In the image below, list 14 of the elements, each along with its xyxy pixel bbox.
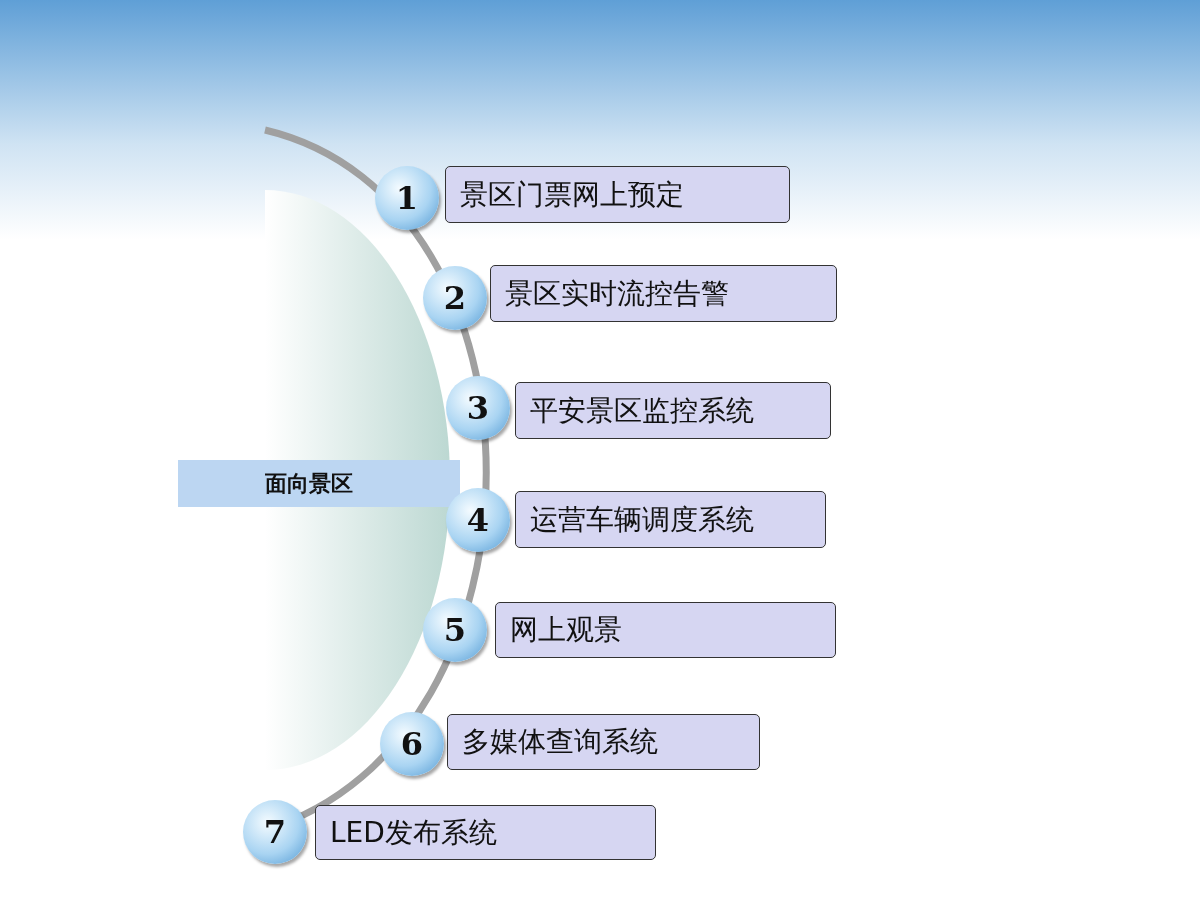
item-box: 景区实时流控告警 bbox=[490, 265, 837, 322]
number-circle: 6 bbox=[380, 712, 444, 776]
number-circle: 3 bbox=[446, 376, 510, 440]
number-circle: 2 bbox=[423, 266, 487, 330]
band-label: 面向景区 bbox=[178, 460, 460, 507]
item-box: 运营车辆调度系统 bbox=[515, 491, 826, 548]
number-circle: 5 bbox=[423, 598, 487, 662]
item-box: 网上观景 bbox=[495, 602, 836, 658]
number-circle: 4 bbox=[446, 488, 510, 552]
number-circle: 7 bbox=[243, 800, 307, 864]
item-box: 多媒体查询系统 bbox=[447, 714, 760, 770]
item-box: 景区门票网上预定 bbox=[445, 166, 790, 223]
item-box: 平安景区监控系统 bbox=[515, 382, 831, 439]
item-box: LED发布系统 bbox=[315, 805, 656, 860]
